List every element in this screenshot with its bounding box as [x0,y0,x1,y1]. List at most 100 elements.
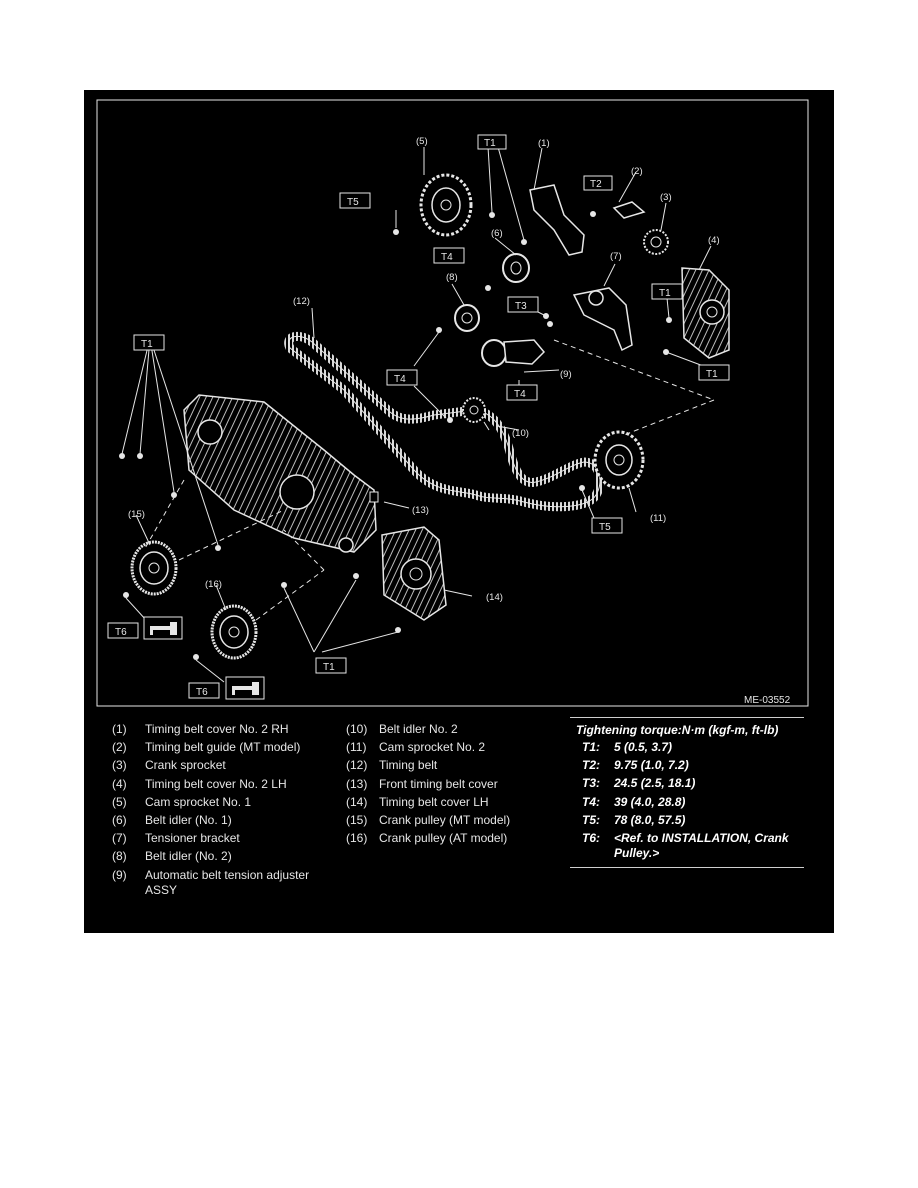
crank-pulley-at [210,604,258,660]
svg-text:T1: T1 [706,369,718,380]
callout-3: (3) [660,192,672,203]
legend-number: (13) [346,776,368,791]
belt-idler-no1 [502,253,530,283]
torque-table-bottom-rule [570,866,804,868]
timing-belt-guide [612,201,646,219]
leader-lines [121,146,715,683]
legend-number: (7) [112,831,127,846]
torque-row: T4: 39 (4.0, 28.8) [570,795,804,813]
torque-row: T5:78 (8.0, 57.5) [570,813,804,831]
tag-t5-top: T5 [339,192,371,209]
torque-key: T3: [582,776,600,791]
legend-number: (2) [112,740,127,755]
legend-part-name: Timing belt cover LH [379,794,489,809]
legend-part-name: Timing belt cover No. 2 LH [145,776,287,791]
tag-t1-bottom: T1 [315,657,347,674]
legend-number: (5) [112,794,127,809]
figure-frame [96,99,809,707]
callout-16: (16) [205,579,222,590]
svg-text:T1: T1 [484,138,496,149]
callout-8: (8) [446,272,458,283]
torque-rows: T1: 5 (0.5, 3.7) T2: 9.75 (1.0, 7.2) T3: 24.5… [570,740,804,865]
torque-key: T1: [582,740,600,754]
legend-number: (3) [112,758,127,773]
legend-number: (14) [346,794,368,809]
legend-part-name: Belt idler No. 2 [379,722,458,736]
svg-text:T6: T6 [115,627,127,638]
legend-number: (4) [112,776,127,791]
cam-sprocket-no1 [419,173,473,237]
svg-text:T1: T1 [659,288,671,299]
tag-t4-middle: T4 [386,369,418,386]
callout-12: (12) [293,296,310,307]
bolts [119,211,672,660]
tag-t2: T2 [583,175,613,191]
cam-sprocket-no2 [593,430,645,490]
callout-6: (6) [491,228,503,239]
legend-part-name: Front timing belt cover [379,776,498,791]
torque-row: T1: 5 (0.5, 3.7) [570,740,804,758]
tag-t4-top: T4 [433,247,465,264]
callout-10: (10) [512,428,529,439]
legend-part-name: Timing belt guide (MT model) [145,740,301,755]
torque-row: T6:<Ref. to INSTALLATION, Crank Pulley.> [570,831,804,865]
legend-part-name: Crank pulley (AT model) [379,831,508,846]
callout-5: (5) [416,136,428,147]
legend-part-name: Belt idler (No. 1) [145,812,232,827]
legend-part-name: Timing belt [379,758,438,773]
legend-number: (9) [112,867,127,882]
front-timing-belt-cover [183,394,379,553]
callout-labels: (1) (2) (3) (4) (5) (6) (7) (8) (9) (10)… [128,136,720,603]
timing-belt-cover-no2-rh [529,184,585,256]
torque-value: 9.75 (1.0, 7.2) [614,758,689,773]
legend-number: (10) [346,722,368,736]
legend-number: (12) [346,758,368,773]
legend-part-name: Tensioner bracket [145,831,240,846]
svg-text:T6: T6 [196,687,208,698]
tensioner-bracket [572,287,633,352]
legend-number: (11) [346,740,367,755]
torque-wrench-icon [143,616,183,640]
torque-row: T3: 24.5 (2.5, 18.1) [570,776,804,794]
torque-wrench-icon [225,676,265,700]
svg-text:T4: T4 [394,374,406,385]
legend-number: (16) [346,831,368,846]
legend-part-name: Cam sprocket No. 2 [379,740,486,755]
torque-tags: T1 T2 T5 T4 T3 T1 [107,134,730,699]
svg-text:T4: T4 [514,389,526,400]
tag-t1-left: T1 [133,334,165,351]
callout-11: (11) [650,513,666,524]
crank-pulley-mt [130,540,178,596]
legend-number: (1) [112,722,127,736]
torque-value: 39 (4.0, 28.8) [614,794,686,809]
timing-belt-cover-lh [381,526,447,621]
legend-part-name: Crank pulley (MT model) [379,812,511,827]
callout-7: (7) [610,251,622,262]
torque-table-header: Tightening torque:N·m (kgf-m, ft-lb) [576,723,779,737]
tag-t5-bottom: T5 [591,517,623,534]
legend-part-name: Belt idler (No. 2) [145,849,232,864]
svg-text:T5: T5 [599,522,611,533]
legend-part-name: Cam sprocket No. 1 [145,794,252,809]
svg-text:T5: T5 [347,197,359,208]
torque-key: T2: [582,758,600,773]
timing-belt-cover-no2-lh [681,267,730,359]
tag-t4-right: T4 [506,384,538,401]
legend-part-name: Crank sprocket [145,758,226,773]
torque-value: 5 (0.5, 3.7) [614,740,673,754]
crank-sprocket [643,229,669,255]
torque-table-top-rule [570,717,804,718]
legend-number: (15) [346,812,368,827]
tag-t1-right-bottom: T1 [698,364,730,381]
torque-value: 24.5 (2.5, 18.1) [614,776,696,791]
legend-number: (6) [112,812,127,827]
legend-part-name: Automatic belt tension adjuster ASSY [145,867,310,897]
tag-t1-right-top: T1 [651,283,683,300]
tag-t1-top: T1 [477,134,507,150]
callout-4: (4) [708,235,720,246]
figure-id: ME-03552 [744,695,791,706]
tag-t6-right: T6 [188,682,220,699]
tag-t3: T3 [507,296,539,313]
torque-key: T4: [582,794,600,809]
svg-text:T3: T3 [515,301,527,312]
